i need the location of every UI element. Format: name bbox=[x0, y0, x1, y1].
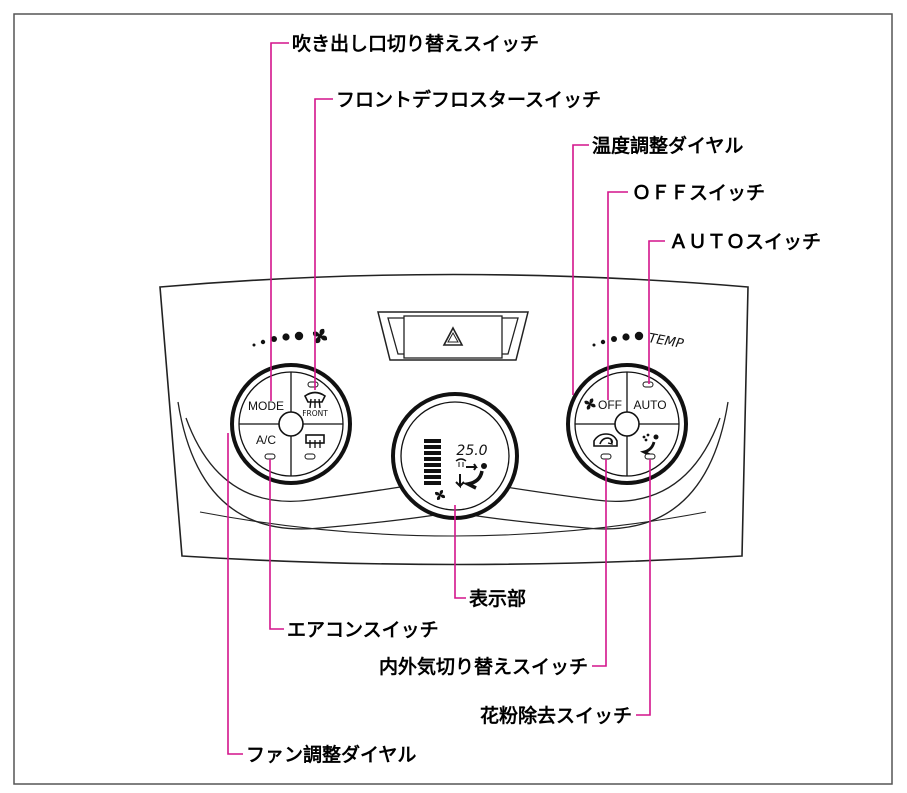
pollen-filter-icon bbox=[639, 433, 659, 457]
mode-button[interactable]: MODE bbox=[248, 399, 284, 413]
leader-recirc bbox=[592, 459, 607, 667]
leader-pollen bbox=[636, 459, 651, 716]
leader-fan-dial bbox=[227, 433, 243, 755]
leader-mode bbox=[270, 42, 289, 401]
display-defrost-icon bbox=[455, 458, 467, 467]
off-label: OFF bbox=[598, 398, 622, 412]
off-button[interactable]: OFF bbox=[584, 398, 622, 412]
display-unit: 25.0 bbox=[391, 392, 519, 520]
fan-level-bars bbox=[424, 439, 441, 485]
fan-dial-center-button[interactable] bbox=[278, 411, 304, 437]
front-defrost-icon bbox=[303, 391, 327, 409]
ac-led bbox=[264, 453, 276, 460]
front-defrost-led bbox=[307, 381, 319, 388]
fan-level-indicator bbox=[252, 328, 328, 347]
callout-display: 表示部 bbox=[469, 587, 526, 610]
leader-off bbox=[607, 191, 628, 400]
fan-dial[interactable]: MODE FRONT A/C bbox=[230, 363, 352, 485]
callout-off-switch: ＯＦＦスイッチ bbox=[632, 182, 765, 204]
leader-ac bbox=[269, 459, 284, 630]
temp-level-indicator: TEMP bbox=[592, 331, 685, 352]
auto-led bbox=[642, 381, 654, 388]
ac-button[interactable]: A/C bbox=[256, 433, 276, 460]
temp-dial[interactable]: OFF AUTO bbox=[566, 363, 688, 485]
callout-recirc-switch: 内外気切り替えスイッチ bbox=[379, 655, 588, 678]
auto-button[interactable]: AUTO bbox=[633, 381, 667, 412]
hazard-triangle-icon bbox=[442, 326, 464, 346]
leader-lines bbox=[227, 42, 665, 755]
front-label: FRONT bbox=[302, 409, 328, 418]
rear-defrost-led bbox=[304, 453, 316, 460]
callout-ac-switch: エアコンスイッチ bbox=[287, 619, 439, 641]
temperature-readout: 25.0 bbox=[456, 443, 487, 459]
figure-frame bbox=[13, 13, 893, 785]
fan-icon bbox=[434, 489, 446, 501]
recirculation-button[interactable] bbox=[593, 433, 618, 460]
callout-auto-switch: ＡＵＴＯスイッチ bbox=[669, 231, 821, 253]
leader-display bbox=[454, 505, 466, 599]
recirc-led bbox=[600, 453, 612, 460]
hazard-button[interactable] bbox=[377, 311, 529, 361]
recirculation-icon bbox=[593, 433, 618, 447]
fan-icon bbox=[312, 328, 328, 344]
callout-pollen-switch: 花粉除去スイッチ bbox=[480, 704, 632, 727]
rear-defroster-button[interactable] bbox=[304, 434, 325, 460]
rear-defrost-icon bbox=[305, 434, 325, 448]
callout-front-defroster: フロントデフロスタースイッチ bbox=[336, 88, 601, 111]
callout-fan-dial: ファン調整ダイヤル bbox=[246, 743, 416, 766]
callout-mode-switch: 吹き出し口切り替えスイッチ bbox=[292, 32, 539, 55]
airflow-mode-icon bbox=[455, 463, 487, 490]
pollen-led bbox=[644, 453, 656, 460]
mode-label: MODE bbox=[248, 399, 284, 413]
auto-label: AUTO bbox=[633, 398, 666, 412]
front-defroster-button[interactable]: FRONT bbox=[302, 381, 328, 418]
fan-icon bbox=[584, 398, 596, 410]
control-panel: TEMP MODE FRONT bbox=[159, 273, 749, 566]
leader-temp-dial bbox=[572, 144, 589, 395]
temp-dial-center-button[interactable] bbox=[614, 411, 640, 437]
leader-auto bbox=[648, 240, 665, 384]
temp-label: TEMP bbox=[647, 331, 684, 352]
ac-label: A/C bbox=[256, 433, 276, 447]
callout-temp-dial: 温度調整ダイヤル bbox=[592, 134, 743, 157]
leader-front-defroster bbox=[314, 98, 333, 390]
callout-labels: 吹き出し口切り替えスイッチ フロントデフロスタースイッチ 温度調整ダイヤル ＯＦ… bbox=[246, 32, 821, 766]
